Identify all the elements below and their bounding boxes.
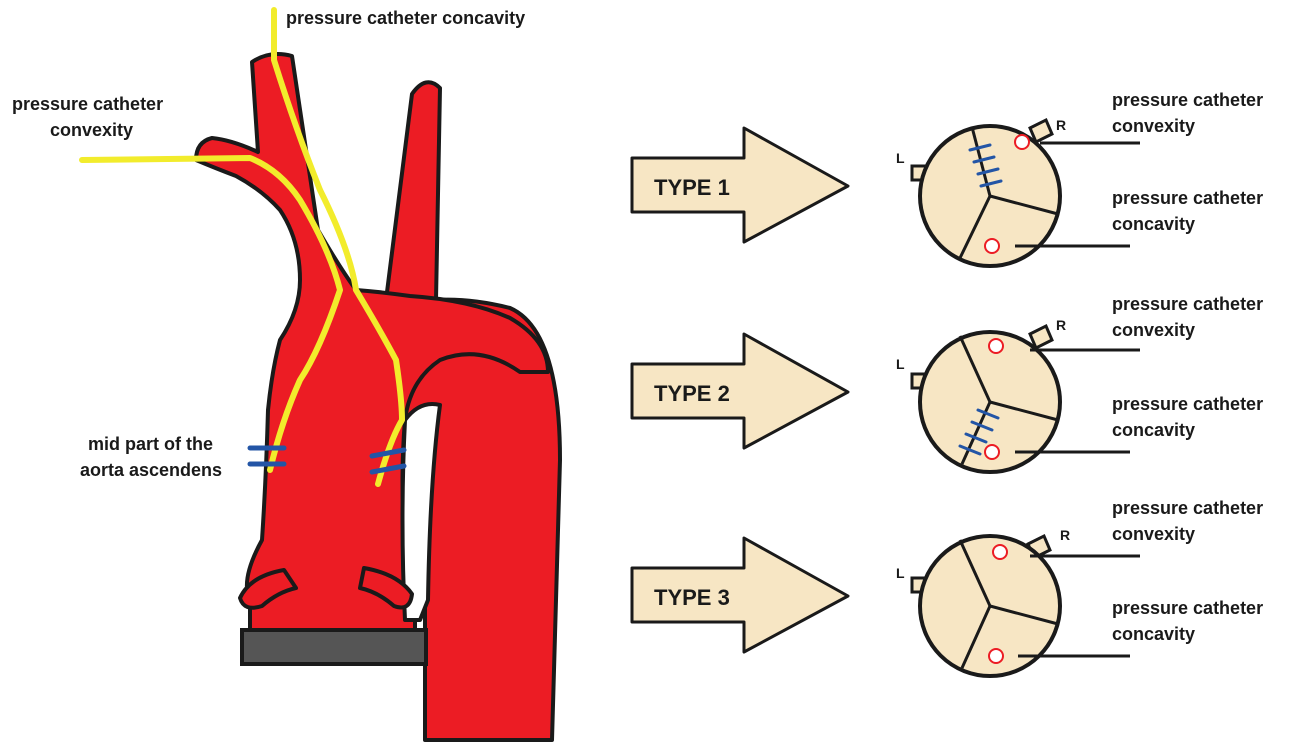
label-mid-part-2: aorta ascendens (80, 460, 222, 480)
label-left-convexity-2: convexity (50, 120, 133, 140)
type-1-convexity-port (1015, 135, 1029, 149)
type-3-convexity-label-2: convexity (1112, 524, 1195, 544)
type-3-left-marker: L (896, 565, 905, 581)
type-row-2: TYPE 2 L R pressure catheter (632, 294, 1263, 472)
type-3-convexity-port (993, 545, 1007, 559)
type-3-concavity-label-1: pressure catheter (1112, 598, 1263, 618)
type-2-concavity-port (985, 445, 999, 459)
type-1-valve: L R (896, 117, 1140, 266)
type-3-concavity-port (989, 649, 1003, 663)
type-3-label: TYPE 3 (654, 585, 730, 610)
type-2-right-marker: R (1056, 317, 1066, 333)
type-2-convexity-port (989, 339, 1003, 353)
type-3-concavity-label-2: concavity (1112, 624, 1195, 644)
type-2-concavity-label-1: pressure catheter (1112, 394, 1263, 414)
type-3-convexity-label-1: pressure catheter (1112, 498, 1263, 518)
aortic-root-base (242, 630, 426, 664)
type-3-valve: L R (896, 527, 1140, 676)
type-1-left-marker: L (896, 150, 905, 166)
type-2-valve: L R (896, 317, 1140, 472)
type-2-convexity-label-2: convexity (1112, 320, 1195, 340)
type-2-convexity-label-1: pressure catheter (1112, 294, 1263, 314)
type-1-convexity-label-1: pressure catheter (1112, 90, 1263, 110)
aorta-illustration: pressure catheter concavity pressure cat… (12, 8, 560, 740)
type-2-concavity-label-2: concavity (1112, 420, 1195, 440)
type-row-3: TYPE 3 L R pressure catheter convexity p… (632, 498, 1263, 676)
type-3-right-marker: R (1060, 527, 1070, 543)
label-mid-part-1: mid part of the (88, 434, 213, 454)
label-left-convexity-1: pressure catheter (12, 94, 163, 114)
type-1-right-marker: R (1056, 117, 1066, 133)
type-row-1: TYPE 1 L R pressure catheter (632, 90, 1263, 266)
type-1-concavity-label-1: pressure catheter (1112, 188, 1263, 208)
type-2-label: TYPE 2 (654, 381, 730, 406)
type-2-left-marker: L (896, 356, 905, 372)
type-1-concavity-label-2: concavity (1112, 214, 1195, 234)
type-1-convexity-label-2: convexity (1112, 116, 1195, 136)
label-top-concavity: pressure catheter concavity (286, 8, 525, 28)
type-1-concavity-port (985, 239, 999, 253)
type-1-label: TYPE 1 (654, 175, 730, 200)
